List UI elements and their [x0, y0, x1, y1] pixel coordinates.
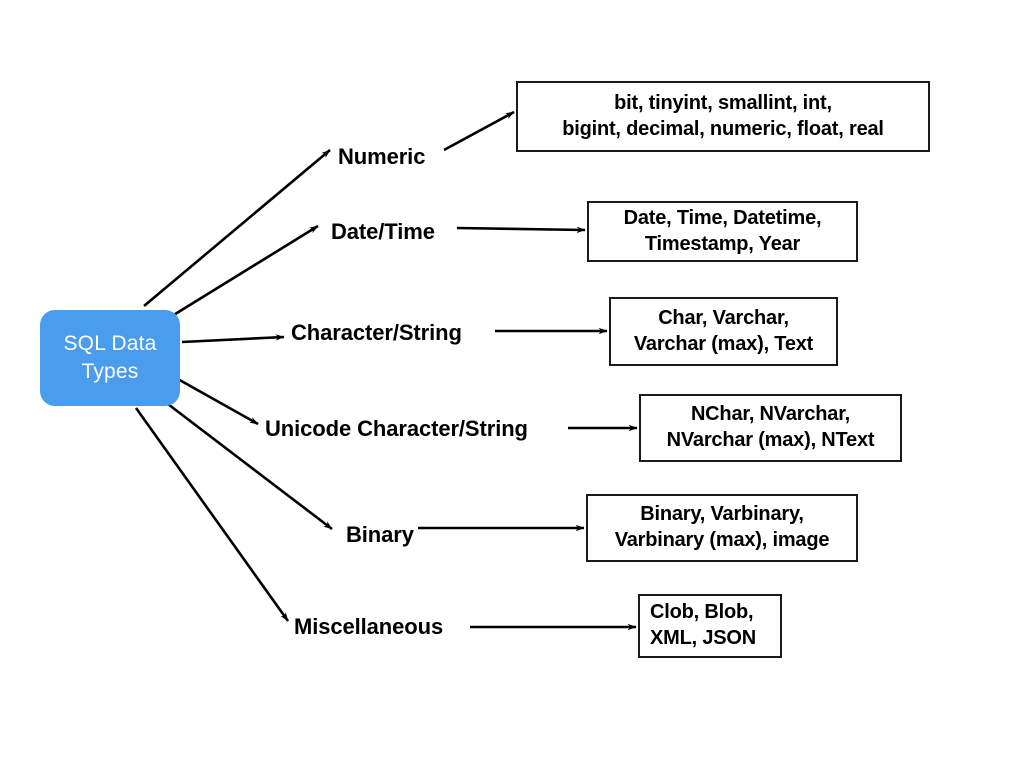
category-label-unicode-character-string[interactable]: Unicode Character/String — [265, 416, 528, 441]
edge-root-unicode-character-string — [175, 376, 259, 426]
type-box-date-time-line2: Timestamp, Year — [644, 232, 801, 255]
root-node-sql-data-types[interactable]: SQL Data Types — [40, 310, 180, 406]
category-label-date-time[interactable]: Date/Time — [331, 219, 435, 244]
type-box-character-string-line1: Char, Varchar, — [658, 306, 789, 329]
edge-datetime-box — [456, 226, 586, 234]
type-box-date-time-line1: Date, Time, Datetime, — [623, 206, 822, 229]
type-box-numeric-line2: bigint, decimal, numeric, float, real — [562, 117, 884, 140]
edge-numeric-box — [443, 110, 515, 152]
type-box-miscellaneous-line1: Clob, Blob, — [650, 601, 754, 624]
edge-root-character-string — [181, 334, 285, 344]
type-box-unicode-character-string-line2: NVarchar (max), NText — [666, 429, 875, 451]
type-box-binary-line2: Varbinary (max), image — [614, 529, 830, 551]
type-box-unicode-character-string[interactable]: NChar, NVarchar, NVarchar (max), NText — [639, 394, 902, 462]
root-node-label-line1: SQL Data — [63, 332, 157, 356]
type-box-binary[interactable]: Binary, Varbinary, Varbinary (max), imag… — [586, 494, 858, 562]
type-box-unicode-character-string-line1: NChar, NVarchar, — [690, 403, 851, 426]
edge-root-datetime — [171, 224, 319, 318]
type-box-character-string-line2: Varchar (max), Text — [633, 332, 814, 355]
category-label-binary[interactable]: Binary — [346, 522, 414, 547]
type-box-date-time[interactable]: Date, Time, Datetime, Timestamp, Year — [587, 201, 858, 262]
type-box-numeric-line1: bit, tinyint, smallint, int, — [614, 91, 832, 114]
type-box-miscellaneous[interactable]: Clob, Blob, XML, JSON — [638, 594, 782, 658]
root-node-label-line2: Types — [81, 360, 139, 383]
type-box-character-string[interactable]: Char, Varchar, Varchar (max), Text — [609, 297, 838, 366]
category-label-numeric[interactable]: Numeric — [338, 144, 426, 169]
type-box-miscellaneous-line2: XML, JSON — [650, 627, 756, 649]
category-label-character-string[interactable]: Character/String — [291, 320, 462, 345]
category-label-miscellaneous[interactable]: Miscellaneous — [294, 614, 444, 639]
edge-root-numeric — [143, 149, 331, 307]
type-box-numeric[interactable]: bit, tinyint, smallint, int, bigint, dec… — [516, 81, 930, 152]
type-box-binary-line1: Binary, Varbinary, — [640, 503, 804, 526]
